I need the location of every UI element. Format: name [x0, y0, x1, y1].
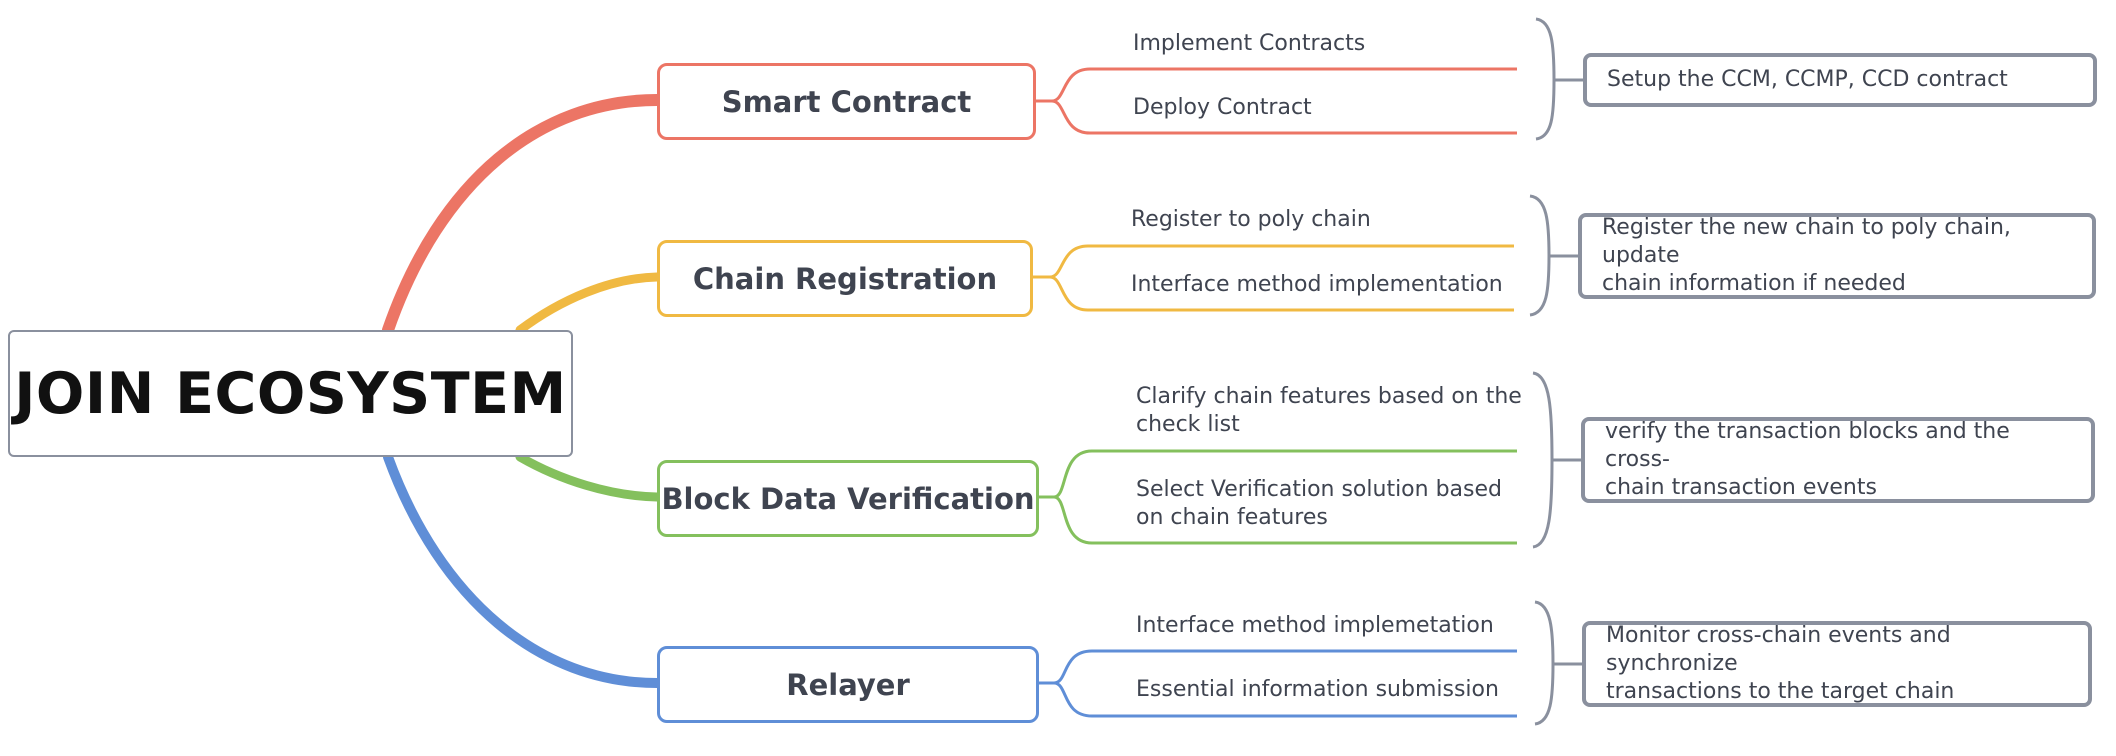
block-data-verification-bracket — [1532, 371, 1581, 549]
root-to-relayer-connector — [383, 452, 662, 688]
chain-registration-bracket — [1529, 194, 1578, 317]
task-line: on chain features — [1136, 505, 1328, 530]
task-select-verification-solution[interactable]: Select Verification solution based on ch… — [1136, 476, 1502, 532]
branch-smart-contract[interactable]: Smart Contract — [657, 63, 1036, 140]
relayer-bracket — [1534, 600, 1582, 726]
task-line: check list — [1136, 412, 1240, 437]
summary-line: Setup the CCM, CCMP, CCD contract — [1607, 67, 2008, 92]
task-interface-method-implemetation[interactable]: Interface method implemetation — [1136, 613, 1494, 638]
relayer-fork — [1036, 649, 1517, 718]
smart-contract-fork — [1033, 67, 1517, 135]
task-implement-contracts[interactable]: Implement Contracts — [1133, 31, 1366, 56]
task-deploy-contract[interactable]: Deploy Contract — [1133, 95, 1312, 120]
task-essential-information-submission[interactable]: Essential information submission — [1136, 677, 1499, 702]
summary-chain-registration[interactable]: Register the new chain to poly chain, up… — [1578, 213, 2096, 299]
chain-registration-fork — [1032, 244, 1514, 312]
branch-block-data-verification[interactable]: Block Data Verification — [657, 460, 1039, 537]
root-to-chain-registration-connector — [515, 272, 662, 335]
root-to-block-data-verification-connector — [515, 452, 662, 502]
summary-line: Register the new chain to poly chain, up… — [1602, 215, 2011, 268]
task-clarify-chain-features[interactable]: Clarify chain features based on the chec… — [1136, 383, 1522, 439]
summary-line: verify the transaction blocks and the cr… — [1605, 419, 2010, 472]
summary-line: chain information if needed — [1602, 271, 1906, 296]
summary-block-data-verification[interactable]: verify the transaction blocks and the cr… — [1581, 417, 2095, 503]
branch-relayer[interactable]: Relayer — [657, 646, 1039, 723]
root-topic[interactable]: JOIN ECOSYSTEM — [8, 330, 573, 457]
task-interface-method-implementation[interactable]: Interface method implementation — [1131, 272, 1503, 297]
summary-line: Monitor cross-chain events and synchroni… — [1606, 623, 1951, 676]
summary-line: chain transaction events — [1605, 475, 1877, 500]
task-line: Select Verification solution based — [1136, 477, 1502, 502]
block-data-verification-fork — [1036, 449, 1517, 545]
smart-contract-bracket — [1535, 17, 1583, 141]
branch-chain-registration[interactable]: Chain Registration — [657, 240, 1033, 317]
summary-line: transactions to the target chain — [1606, 679, 1955, 704]
task-line: Clarify chain features based on the — [1136, 384, 1522, 409]
task-register-to-poly-chain[interactable]: Register to poly chain — [1131, 207, 1371, 232]
summary-smart-contract[interactable]: Setup the CCM, CCMP, CCD contract — [1583, 53, 2097, 107]
root-to-smart-contract-connector — [382, 94, 663, 336]
summary-relayer[interactable]: Monitor cross-chain events and synchroni… — [1582, 621, 2092, 707]
